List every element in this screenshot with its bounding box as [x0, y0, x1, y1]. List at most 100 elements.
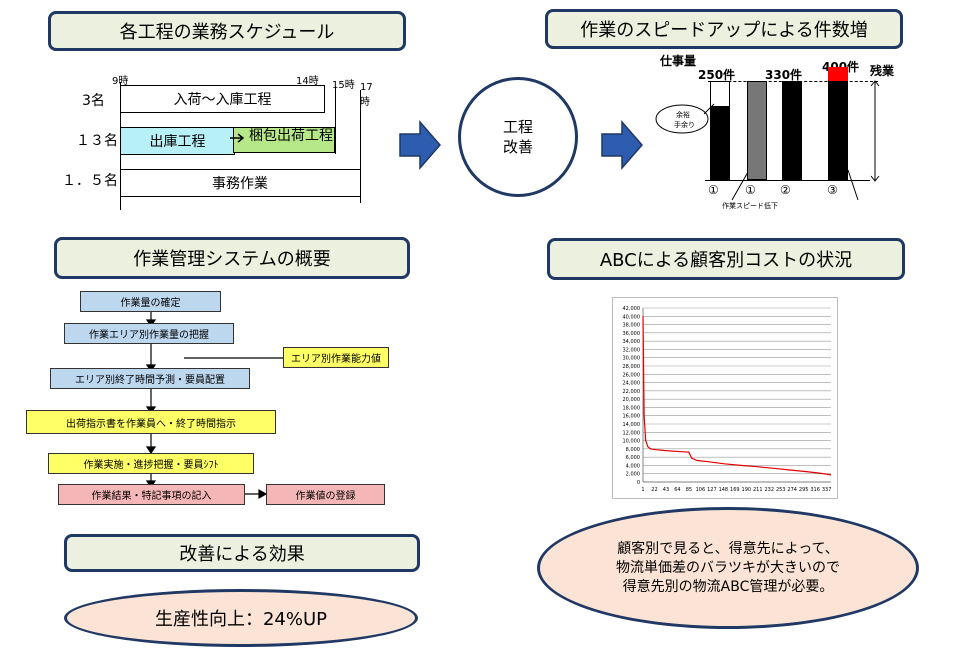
step-2-label: 作業エリア別作業量の把握 [89, 330, 209, 341]
y-tick-label: 2,000 [626, 472, 640, 478]
abc-note-ellipse: 顧客別で見ると、得意先によって、 物流単価差のバラツキが大きいので 得意先別の物… [537, 507, 919, 629]
task-office: 事務作業 [120, 169, 360, 197]
time-label-9: 9時 [112, 72, 128, 87]
y-tick-label: 14,000 [623, 422, 641, 428]
x-tick-label: 22 [651, 487, 657, 493]
x-tick-label: 211 [753, 487, 763, 493]
right-arrow-icon [601, 120, 643, 170]
bar-label-330: 330件 [765, 68, 803, 82]
height-measure-icon [870, 80, 880, 182]
y-tick-label: 38,000 [623, 323, 641, 329]
time-label-17: 17時 [360, 82, 373, 108]
staff-row-3: １．５名 [62, 173, 118, 189]
step-shipping-instructions: 出荷指示書を作業員へ・終了時間指示 [26, 410, 276, 434]
gantt-chart: 9時 14時 15時 17時 3名 入荷～入庫工程 １３名 出庫工程 梱包出荷工… [60, 70, 380, 215]
step-record-results: 作業結果・特記事項の記入 [58, 484, 245, 505]
x-tick-label: 169 [730, 487, 740, 493]
y-tick-label: 16,000 [623, 414, 641, 420]
bar-label-250: 250件 [698, 68, 736, 82]
task-packing: 梱包出荷工程 [233, 127, 335, 153]
x-tick-label: 295 [799, 487, 809, 493]
x-tick-label: 274 [787, 487, 797, 493]
result-ellipse: 生産性向上：24%UP [64, 589, 418, 647]
x-tick-label: 1 [641, 487, 644, 493]
x-tick-label: 337 [822, 487, 832, 493]
y-tick-label: 32,000 [623, 347, 641, 353]
x-tick-label: 43 [663, 487, 669, 493]
marker-1b: ① [745, 183, 756, 197]
pointer-lines [731, 169, 859, 201]
staff-row-1: 3名 [82, 93, 105, 109]
x-tick-label: 253 [776, 487, 786, 493]
y-tick-label: 20,000 [623, 397, 641, 403]
x-tick-label: 64 [674, 487, 680, 493]
y-tick-label: 40,000 [623, 314, 641, 320]
bar-1-slack [710, 81, 730, 107]
bubble-line-2: 手余り [674, 121, 695, 129]
gantt-line-17 [360, 90, 361, 203]
task-office-label: 事務作業 [212, 176, 268, 192]
step-1-label: 作業量の確定 [120, 298, 181, 309]
bar-1 [710, 107, 730, 180]
kaizen-circle-label: 工程 改善 [502, 118, 533, 156]
y-tick-label: 30,000 [623, 356, 641, 362]
bar-4-overtime [828, 67, 848, 81]
gantt-line-15 [335, 86, 336, 154]
abc-line-chart: 02,0004,0006,0008,00010,00012,00014,0001… [623, 306, 832, 493]
right-arrow-icon [399, 120, 441, 170]
y-tick-label: 28,000 [623, 364, 641, 370]
speedup-diagram: 仕事量 250件 330件 400件 残業 余裕 手余り ① ① ② ③ 作業ス… [650, 50, 930, 215]
y-tick-label: 42,000 [623, 306, 641, 312]
effect-title: 改善による効果 [64, 534, 420, 572]
schedule-title-text: 各工程の業務スケジュール [119, 22, 335, 43]
marker-2: ② [780, 183, 791, 197]
note-line-2: 物流単価差のバラツキが大きいので [616, 559, 840, 576]
bar-4 [828, 81, 848, 180]
y-tick-label: 26,000 [623, 372, 641, 378]
task-shipping-label: 出庫工程 [149, 134, 206, 150]
step-5-label: 作業実施・進捗把握・要員ｼﾌﾄ [83, 460, 219, 471]
staff-row-2: １３名 [76, 133, 118, 149]
x-tick-label: 232 [764, 487, 774, 493]
time-label-15: 15時 [332, 80, 355, 91]
step-execution: 作業実施・進捗把握・要員ｼﾌﾄ [48, 453, 254, 474]
step-area-volume: 作業エリア別作業量の把握 [64, 323, 234, 344]
step-6-label: 作業結果・特記事項の記入 [91, 491, 212, 502]
speedup-title-text: 作業のスピードアップによる件数増 [580, 20, 868, 41]
y-tick-label: 12,000 [623, 430, 641, 436]
y-tick-label: 8,000 [626, 447, 640, 453]
speedup-title: 作業のスピードアップによる件数増 [545, 9, 903, 49]
step-confirm-volume: 作業量の確定 [80, 291, 221, 312]
result-text: 生産性向上：24%UP [154, 609, 328, 630]
note-line-1: 顧客別で見ると、得意先によって、 [617, 540, 839, 557]
task-receiving: 入荷～入庫工程 [120, 85, 325, 113]
abc-title: ABCによる顧客別コストの状況 [547, 238, 905, 280]
step-4-label: 出荷指示書を作業員へ・終了時間指示 [66, 418, 236, 430]
cost-series-line [642, 316, 832, 476]
y-tick-label: 4,000 [626, 463, 640, 469]
y-tick-label: 0 [637, 480, 640, 486]
bar-2-grey [747, 81, 767, 180]
arrow-icon [230, 133, 245, 143]
time-label-14: 14時 [296, 76, 319, 87]
step-register-values: 作業値の登録 [266, 484, 385, 505]
y-tick-label: 36,000 [623, 331, 641, 337]
bubble-line-1: 余裕 [676, 111, 690, 119]
x-tick-label: 85 [686, 487, 692, 493]
y-tick-label: 6,000 [626, 455, 640, 461]
side-step-label: エリア別作業能力値 [291, 354, 381, 365]
x-tick-label: 148 [719, 487, 729, 493]
kaizen-circle: 工程 改善 [458, 77, 578, 197]
slack-bubble [655, 103, 715, 134]
abc-title-text: ABCによる顧客別コストの状況 [599, 250, 853, 271]
y-tick-label: 22,000 [623, 389, 641, 395]
baseline [705, 180, 870, 181]
schedule-title: 各工程の業務スケジュール [48, 11, 406, 51]
y-tick-label: 34,000 [623, 339, 641, 345]
step-7-label: 作業値の登録 [295, 491, 356, 502]
overtime-label: 残業 [870, 64, 895, 78]
y-tick-label: 18,000 [623, 405, 641, 411]
x-tick-label: 190 [742, 487, 752, 493]
step-3-label: エリア別終了時間予測・要員配置 [75, 375, 225, 386]
